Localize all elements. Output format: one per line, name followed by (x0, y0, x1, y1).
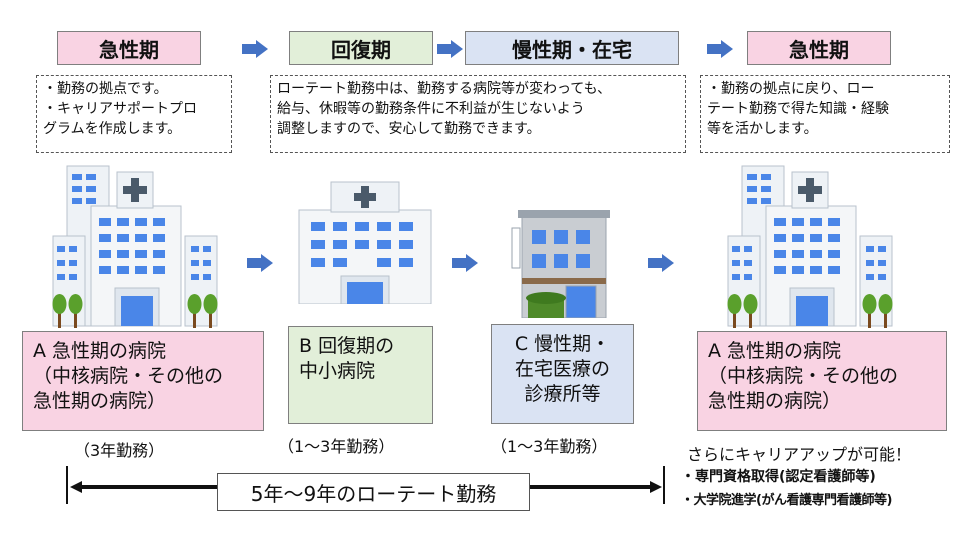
facility-b: B 回復期の 中小病院 (288, 326, 433, 424)
arrow-right-icon (452, 254, 478, 272)
phase-recovery: 回復期 (289, 31, 433, 65)
note-base: ・勤務の拠点です。 ・キャリアサポートプロ グラムを作成します。 (36, 75, 232, 153)
duration-b: （1～3年勤務） (278, 437, 395, 456)
duration-c: （1～3年勤務） (491, 437, 608, 456)
arrow-right-icon (648, 254, 674, 272)
career-title: さらにキャリアアップが可能！ (687, 445, 912, 464)
facility-a-return: A 急性期の病院 （中核病院・その他の 急性期の病院） (697, 331, 947, 431)
facility-c: C 慢性期・ 在宅医療の 診療所等 (491, 324, 634, 424)
facility-a-start: A 急性期の病院 （中核病院・その他の 急性期の病院） (22, 331, 264, 431)
career-item-2: ・大学院進学(がん看護専門看護師等) (681, 493, 892, 508)
arrow-right-icon (247, 254, 273, 272)
duration-a: （3年勤務） (74, 441, 165, 460)
large-hospital-icon (52, 165, 218, 328)
rotation-right-bar (663, 466, 665, 504)
small-hospital-icon (298, 181, 432, 304)
large-hospital-icon (727, 165, 893, 328)
arrow-right-icon (242, 40, 268, 58)
note-rotation-conditions: ローテート勤務中は、勤務する病院等が変わっても、 給与、休暇等の勤務条件に不利益… (270, 75, 686, 153)
career-item-1: ・専門資格取得(認定看護師等) (681, 469, 876, 485)
clinic-icon (511, 210, 610, 318)
arrow-right-icon (707, 40, 733, 58)
arrow-right-icon (437, 40, 463, 58)
phase-acute-1: 急性期 (57, 31, 201, 65)
note-return: ・勤務の拠点に戻り、ロー テート勤務で得た知識・経験 等を活かします。 (700, 75, 950, 153)
phase-chronic-home: 慢性期・在宅 (465, 31, 679, 65)
phase-acute-2: 急性期 (747, 31, 891, 65)
rotation-label: 5年～9年のローテート勤務 (217, 473, 530, 511)
rotation-left-bar (66, 466, 68, 504)
